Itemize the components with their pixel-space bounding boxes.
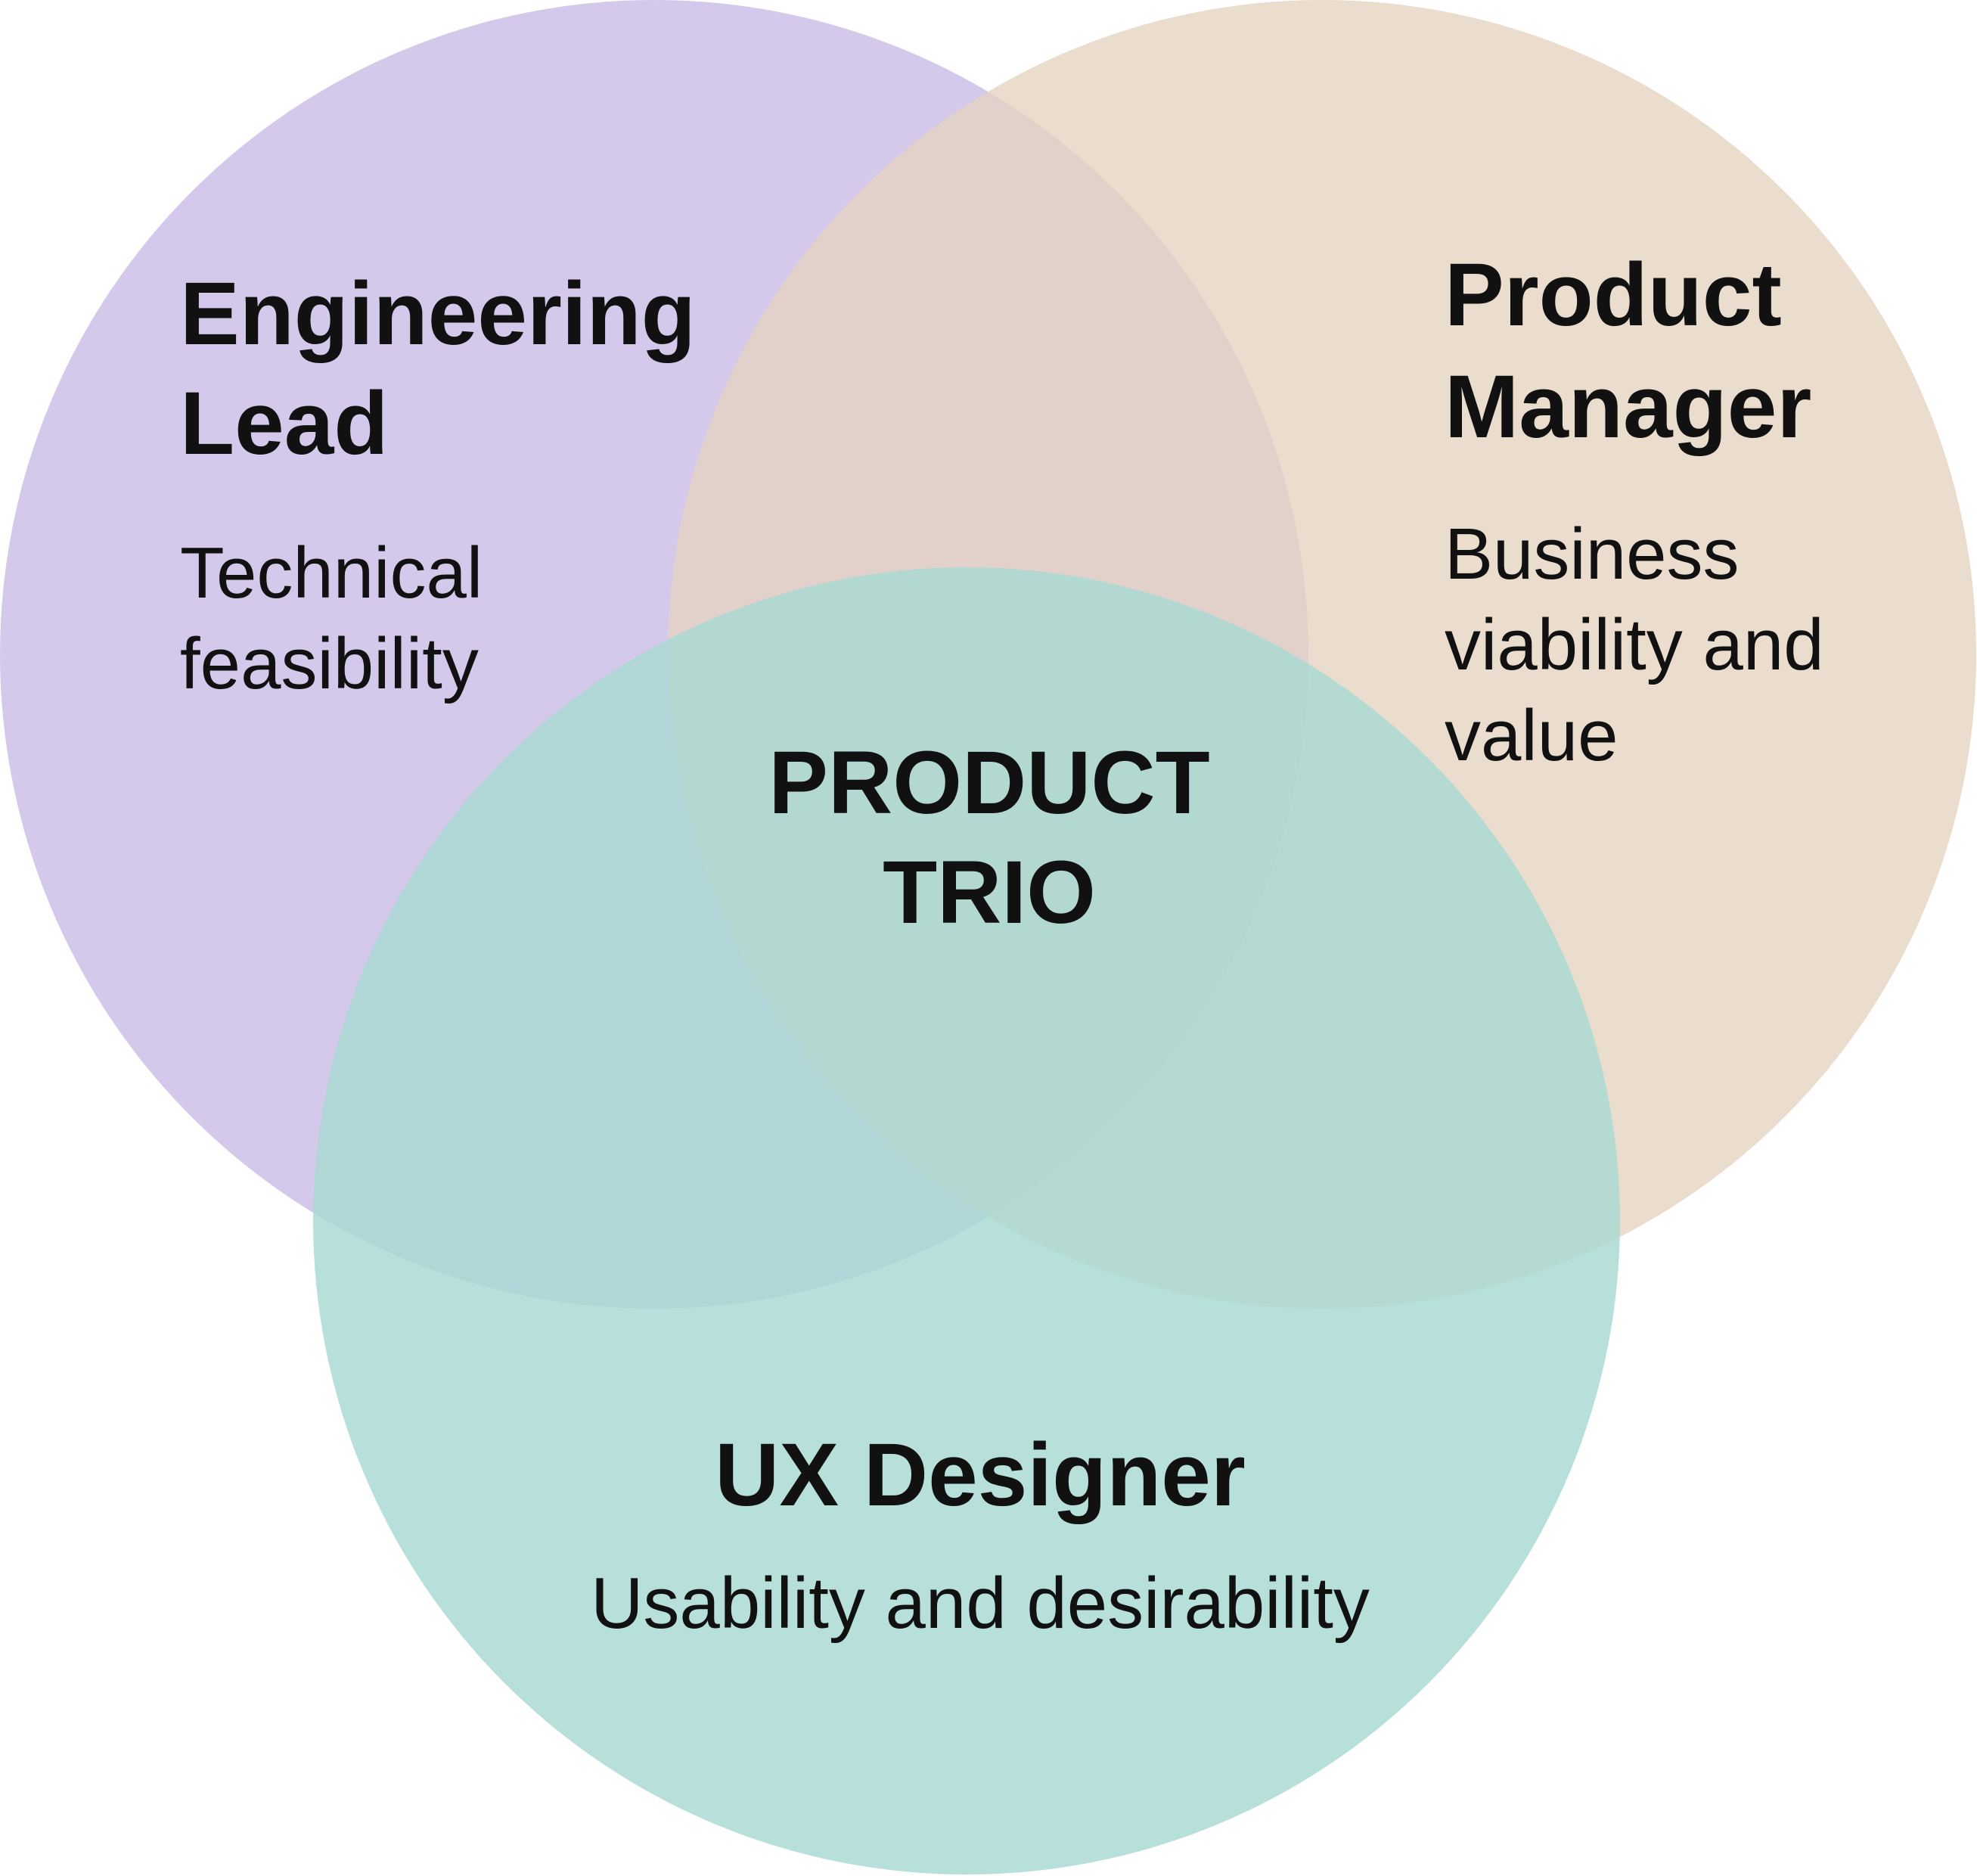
product-manager-desc-line3: value [1445, 695, 1619, 776]
product-manager-title-line2: Manager [1445, 357, 1811, 457]
ux-designer-circle [313, 567, 1620, 1874]
engineering-lead-title-line2: Lead [180, 374, 388, 474]
product-trio-line2: TRIO [883, 843, 1096, 943]
engineering-lead-title-line1: Engineering [180, 264, 696, 364]
engineering-lead-label: Engineering Lead Technical feasibility [180, 264, 696, 704]
engineering-lead-desc-line1: Technical [180, 533, 483, 613]
ux-designer-desc: Usability and desirability [591, 1563, 1370, 1644]
product-manager-title-line1: Product [1445, 245, 1782, 345]
ux-designer-label: UX Designer Usability and desirability [591, 1425, 1370, 1644]
ux-designer-title: UX Designer [715, 1425, 1246, 1525]
product-manager-desc-line2: viability and [1445, 604, 1824, 685]
product-trio-label: PRODUCT TRIO [768, 733, 1209, 943]
product-manager-label: Product Manager Business viability and v… [1445, 245, 1824, 776]
product-trio-line1: PRODUCT [768, 733, 1209, 833]
engineering-lead-desc-line2: feasibility [180, 623, 479, 704]
product-manager-desc-line1: Business [1445, 514, 1740, 595]
